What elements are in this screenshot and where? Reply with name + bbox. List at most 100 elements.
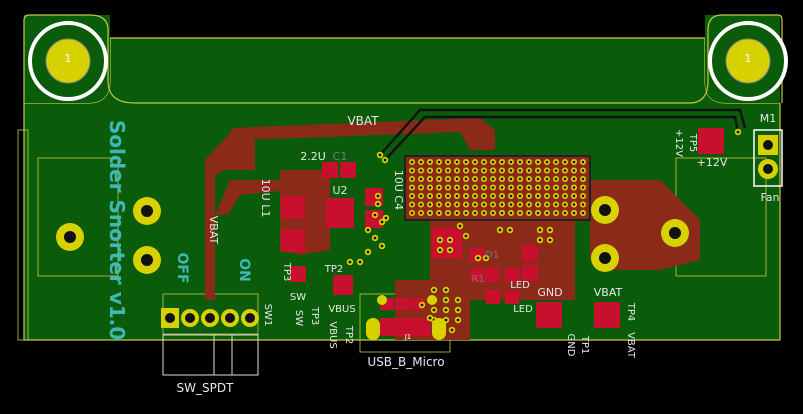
pad-u2: [326, 198, 354, 228]
ic-via-hole: [464, 203, 468, 206]
pad-tp5: [698, 128, 724, 154]
ic-via-hole: [437, 177, 441, 181]
ic-via-hole: [473, 203, 477, 206]
usb-value: USB_B_Micro: [367, 355, 444, 369]
ic-via-hole: [509, 186, 513, 189]
th-pad-h4: [133, 246, 161, 274]
fan-value: Fan: [760, 191, 779, 204]
pad-c4-b: [365, 210, 383, 228]
ic-via-hole: [554, 186, 558, 189]
ic-via-hole: [446, 211, 450, 215]
ic-via-hole: [500, 169, 504, 172]
via-hole: [376, 202, 380, 206]
silkscreen: Solder Snorter v1.0 VBAT VBAT OFF ON SW1…: [105, 112, 780, 395]
via-hole: [508, 228, 512, 232]
ic-via-hole: [536, 211, 540, 215]
via-hole: [456, 308, 460, 312]
ic-via-hole: [518, 169, 522, 172]
ic-via-hole: [446, 169, 450, 172]
ic-via-hole: [527, 194, 531, 198]
ic-via-hole: [500, 211, 504, 215]
ic-via-hole: [563, 160, 567, 164]
pad-mid-b: [522, 265, 538, 281]
via-hole: [538, 238, 542, 242]
ic-footprint: [404, 155, 591, 221]
ic-via-hole: [572, 186, 576, 189]
cap-c4-value: 10U C4: [392, 170, 405, 210]
ic-via-hole: [446, 186, 450, 189]
ic-via-hole: [536, 203, 540, 206]
ic-via-hole: [473, 160, 477, 164]
tp2-ref: TP2: [324, 264, 344, 275]
via-hole: [380, 244, 384, 248]
smd-pads: [281, 128, 724, 336]
pad-tp2: [333, 275, 353, 295]
ic-via-hole: [581, 194, 585, 198]
via-hole: [420, 303, 424, 307]
ic-via-hole: [437, 160, 441, 164]
pad-tp4: [594, 302, 620, 328]
tp3-value: SW: [290, 292, 306, 303]
ic-via-hole: [482, 203, 486, 206]
ic-via-hole: [482, 177, 486, 181]
ic-via-hole: [509, 160, 513, 164]
ic-via-hole: [527, 203, 531, 206]
ic-via-hole: [464, 160, 468, 164]
via-hole: [366, 250, 370, 254]
ic-ref-u2: U2: [332, 184, 347, 197]
switch-off-label: OFF: [174, 252, 190, 283]
ic-via-hole: [500, 177, 504, 181]
tp4-value-fab: VBAT: [625, 332, 636, 359]
ic-via-hole: [554, 194, 558, 198]
mounting-hole-right: 1: [708, 21, 788, 101]
via-hole: [448, 248, 452, 252]
led-label-upper: LED: [510, 280, 530, 291]
pad-led-b: [505, 290, 519, 304]
ic-via-hole: [554, 203, 558, 206]
ic-via-hole: [464, 169, 468, 172]
tp5-value-fab: +12V: [697, 156, 728, 169]
via-hole: [498, 228, 502, 232]
ic-via-hole: [527, 186, 531, 189]
ic-via-hole: [491, 194, 495, 198]
via-hole: [428, 316, 432, 320]
board-top-outline: [23, 14, 783, 104]
ic-via-hole: [518, 194, 522, 198]
fan-connector: [753, 129, 783, 187]
ic-via-hole: [464, 186, 468, 189]
ic-via-hole: [509, 211, 513, 215]
copper-vbat-pour: [205, 128, 255, 300]
via-hole: [538, 228, 542, 232]
via-hole: [444, 288, 448, 292]
ic-via-hole: [500, 160, 504, 164]
ic-via-hole: [536, 169, 540, 172]
via-holes: [346, 128, 742, 334]
ic-via-hole: [464, 194, 468, 198]
via-hole: [366, 228, 370, 232]
usb-shield-pins: [366, 295, 446, 340]
copper-right-pour: [590, 180, 700, 270]
pad-tp3: [290, 266, 306, 282]
ic-via-hole: [464, 177, 468, 181]
tp3-ref-fab: TP3: [309, 306, 320, 326]
ic-via-hole: [572, 194, 576, 198]
pad-c1-a: [322, 162, 338, 178]
via-hole: [432, 308, 436, 312]
ic-via-hole: [455, 186, 459, 189]
ic-via-hole: [428, 160, 432, 164]
ic-via-hole: [545, 211, 549, 215]
tp4-value: VBAT: [594, 286, 623, 299]
ic-via-hole: [545, 169, 549, 172]
ic-via-hole: [563, 169, 567, 172]
ic-via-hole: [563, 203, 567, 206]
pad-r1-b: [470, 268, 484, 282]
ic-via-hole: [410, 169, 414, 172]
tp5-value: +12V: [673, 129, 684, 157]
sw1-pin2: [181, 309, 199, 327]
tp3-value-fab: SW: [293, 310, 304, 326]
ic-via-hole: [482, 169, 486, 172]
ic-via-hole: [455, 177, 459, 181]
ic-via-hole: [446, 160, 450, 164]
ic-via-hole: [554, 160, 558, 164]
ic-via-hole: [428, 211, 432, 215]
